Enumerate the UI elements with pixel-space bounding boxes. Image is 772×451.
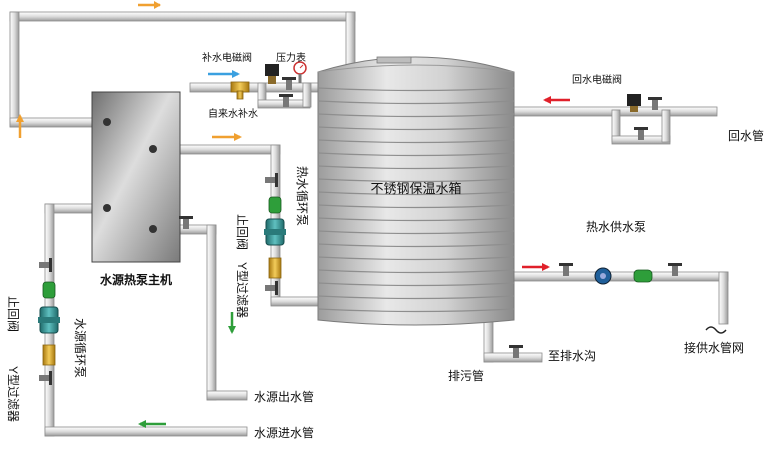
check-valve-icon [633, 269, 653, 283]
tank-band [317, 139, 515, 144]
flow-arrow-icon [522, 263, 550, 271]
gate-valve-icon [509, 345, 523, 358]
tank-band [317, 308, 515, 313]
flow-arrows [16, 1, 570, 428]
gate-valve-icon [559, 263, 573, 276]
tank-band [317, 87, 515, 92]
solenoid-valve-icon [627, 94, 641, 112]
supply-network-label: 接供水管网 [684, 340, 744, 355]
pipe-source-in-horizontal [44, 426, 248, 437]
check-valve-icon [268, 196, 282, 214]
tank-band [317, 282, 515, 287]
tank-label: 不锈钢保温水箱 [370, 181, 461, 196]
check-valve-right-label: 止回阀 [235, 214, 249, 250]
hot-water-pump-label: 热水供水泵 [586, 220, 646, 234]
heat-pump-unit: 水源热泵主机 [91, 91, 181, 287]
y-filter-icon [230, 81, 250, 100]
check-valve-icon [42, 281, 56, 299]
pipe-hot-supply-down [718, 271, 729, 325]
return-valve-label: 回水电磁阀 [572, 73, 622, 86]
gate-valve-icon [39, 258, 52, 272]
flow-arrow-icon [212, 133, 242, 141]
gate-valve-icon [668, 263, 682, 276]
tank-band [317, 152, 515, 157]
tank-band [317, 243, 515, 248]
hp-port-top-right [149, 145, 157, 153]
flow-arrow-icon [138, 1, 161, 9]
to-sewer-label: 至排水沟 [548, 349, 596, 363]
pipe-source-out-horizontal [206, 390, 248, 401]
drain-pipe-label: 排污管 [448, 368, 484, 383]
tank-bands [317, 87, 515, 313]
pump-icon [594, 267, 612, 285]
pipe-return-bypass-right [661, 109, 671, 143]
tank-band [317, 100, 515, 105]
gate-valve-icon [279, 94, 293, 107]
heat-pump-label: 水源热泵主机 [100, 272, 172, 287]
y-filter-icon [268, 257, 282, 279]
pipe-hot-circ-into-tank [270, 296, 322, 307]
tank-band [317, 165, 515, 170]
flow-arrow-icon [228, 312, 236, 334]
labels: 补水电磁阀 压力表 自来水补水 回水电磁阀 回水管 热水供水泵 接供水管网 排污… [6, 51, 764, 440]
tank-band [317, 204, 515, 209]
y-filter-left-label: Y型过滤器 [6, 366, 20, 422]
gate-valve-icon [265, 281, 278, 295]
pipe-makeup-bypass-right [302, 82, 312, 108]
gate-valve-icon [634, 127, 648, 140]
tank-band [317, 191, 515, 196]
pipe-source-out-vertical [206, 224, 217, 401]
tank-band [317, 256, 515, 261]
makeup-valve-label: 补水电磁阀 [202, 51, 252, 64]
flow-arrow-icon [208, 70, 240, 78]
source-circ-pump-label: 水源循环泵 [73, 318, 87, 378]
tank-band [317, 230, 515, 235]
source-inlet-label: 水源进水管 [254, 425, 314, 440]
pressure-gauge-icon [293, 61, 307, 83]
tap-water-label: 自来水补水 [208, 107, 258, 120]
check-valve-left-label: 止回阀 [6, 296, 20, 332]
return-pipe-label: 回水管 [728, 128, 764, 143]
flow-arrow-icon [543, 96, 570, 104]
gate-valve-icon [265, 173, 278, 187]
hp-port-top-left [103, 118, 111, 126]
hp-port-bottom-left [103, 204, 111, 212]
hot-circ-pump-label: 热水循环泵 [295, 166, 309, 226]
y-filter-right-label: Y型过滤器 [235, 262, 249, 318]
pipe-makeup-water [189, 82, 321, 93]
pump-icon [38, 306, 60, 334]
y-filter-icon [42, 344, 56, 366]
pipe-hot-supply [511, 271, 729, 282]
gate-valve-icon [179, 216, 193, 229]
gate-valve-icon [39, 371, 52, 385]
tank-band [317, 113, 515, 118]
pressure-gauge-label: 压力表 [276, 51, 306, 64]
network-wave-icon [705, 326, 727, 334]
pump-icon [264, 218, 286, 246]
gate-valve-icon [282, 77, 296, 90]
pipe-top-loop-horizontal [9, 11, 356, 22]
flow-arrow-icon [138, 420, 166, 428]
solenoid-valve-icon [265, 64, 279, 84]
tank-band [317, 217, 515, 222]
tank-band [317, 178, 515, 183]
tank-band [317, 126, 515, 131]
source-outlet-label: 水源出水管 [254, 389, 314, 404]
tank-band [317, 295, 515, 300]
flow-arrow-icon [16, 114, 24, 138]
gate-valve-icon [648, 97, 662, 110]
pipe-top-loop-left-vertical [9, 11, 20, 128]
tank-band [317, 269, 515, 274]
hp-port-bottom-right [149, 225, 157, 233]
tank-manhole [376, 56, 412, 64]
tank: 不锈钢保温水箱 [317, 56, 515, 326]
